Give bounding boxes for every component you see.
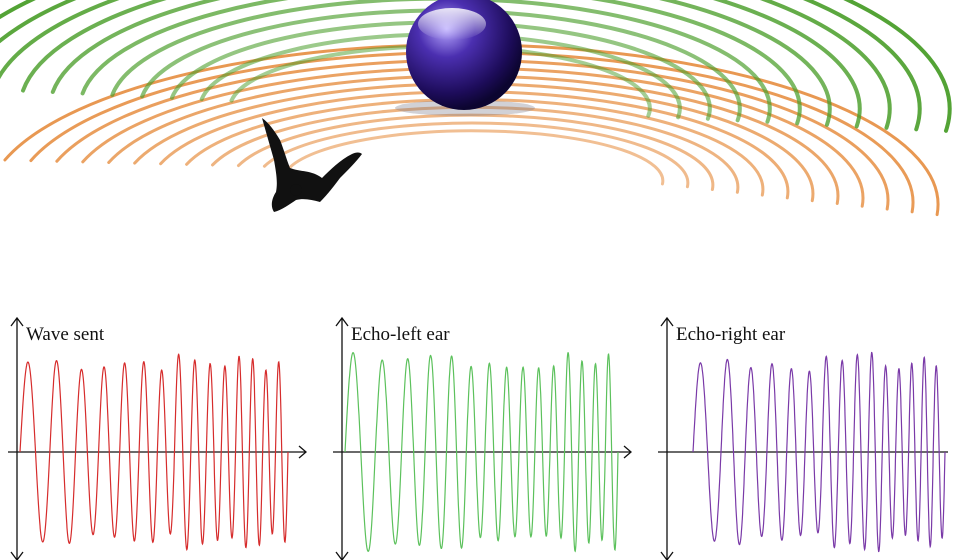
wave-sent-panel: Wave sent xyxy=(8,316,308,560)
x-axis-arrow xyxy=(623,445,632,459)
wave-sent-trace xyxy=(19,353,289,552)
panel-title: Wave sent xyxy=(26,324,105,345)
y-axis-arrow-down xyxy=(10,551,24,560)
panel-title: Echo-right ear xyxy=(676,324,786,345)
bat-silhouette-icon xyxy=(262,118,362,212)
y-axis-arrow-up xyxy=(10,316,24,327)
y-axis-arrow-down xyxy=(660,551,674,560)
x-axis-arrow xyxy=(298,445,307,459)
echo-left-plot xyxy=(333,316,632,560)
echolocation-scene xyxy=(0,0,952,217)
echo-right-plot xyxy=(658,316,948,560)
echo-left-ear-panel: Echo-left ear xyxy=(333,316,633,560)
purple-sphere-icon xyxy=(395,0,535,116)
panel-title: Echo-left ear xyxy=(351,324,450,345)
wave-sent-plot xyxy=(8,316,307,560)
echo-left-trace xyxy=(344,352,619,553)
echo-right-trace xyxy=(692,351,946,553)
y-axis-arrow-up xyxy=(660,316,674,327)
y-axis-arrow-up xyxy=(335,316,349,327)
y-axis-arrow-down xyxy=(335,551,349,560)
echo-right-ear-panel: Echo-right ear xyxy=(658,316,957,560)
echolocation-illustration xyxy=(0,0,952,217)
